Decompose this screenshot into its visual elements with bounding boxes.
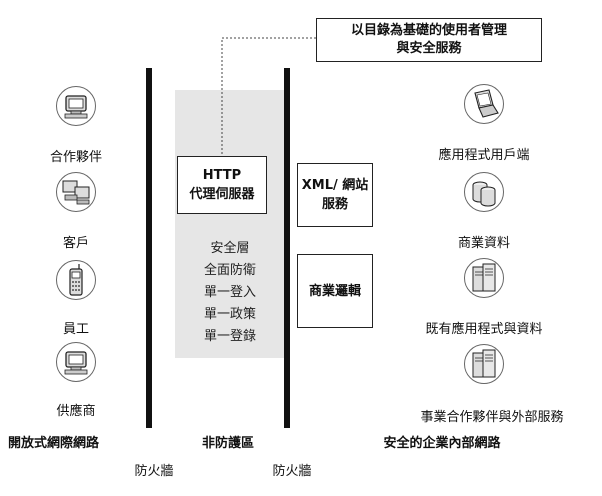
firewall-right-label: 防火牆 <box>272 464 312 479</box>
firewall-right-bar <box>284 68 290 428</box>
right-node-label: 既有應用程式與資料 <box>425 322 543 337</box>
workstation-icon <box>56 172 96 212</box>
xml-web-services-box: XML/ 網站 服務 <box>297 163 373 227</box>
security-item: 單一登入 <box>203 285 256 300</box>
security-item: 全面防衛 <box>203 263 256 278</box>
dmz-area <box>175 90 285 358</box>
right-node-label: 應用程式用戶端 <box>438 148 530 163</box>
directory-services-line2: 與安全服務 <box>396 41 462 56</box>
directory-services-box: 以目錄為基礎的使用者管理 與安全服務 <box>316 18 542 62</box>
security-layer-title: 安全層 <box>210 241 250 256</box>
http-proxy-line1: HTTP <box>202 168 242 183</box>
business-logic-label: 商業邏輯 <box>308 283 361 299</box>
right-node-label: 事業合作夥伴與外部服務 <box>420 410 564 425</box>
database-icon <box>464 172 504 212</box>
security-layer: 安全層 全面防衛 單一登入 單一政策 單一登錄 <box>176 238 284 348</box>
xml-box-line2: 服務 <box>321 197 348 212</box>
mobile-phone-icon <box>56 260 96 300</box>
zone-open-internet: 開放式網際網路 <box>8 436 100 451</box>
dotted-connector <box>221 37 318 162</box>
security-item: 單一登錄 <box>203 329 256 344</box>
server-icon <box>464 258 504 298</box>
directory-services-line1: 以目錄為基礎的使用者管理 <box>350 23 507 38</box>
left-node-label: 供應商 <box>56 404 96 419</box>
firewall-left-label: 防火牆 <box>134 464 174 479</box>
right-node-label: 商業資料 <box>457 236 510 251</box>
laptop-icon <box>464 84 504 124</box>
zone-dmz: 非防護區 <box>201 436 254 451</box>
http-proxy-box: HTTP 代理伺服器 <box>177 156 267 214</box>
xml-box-line1: XML/ 網站 <box>301 178 369 193</box>
zone-internal-network: 安全的企業內部網路 <box>383 436 501 451</box>
firewall-left-bar <box>146 68 152 428</box>
monitor-icon <box>56 342 96 382</box>
server-icon <box>464 344 504 384</box>
business-logic-box: 商業邏輯 <box>297 254 373 328</box>
left-node-label: 客戶 <box>62 236 89 251</box>
http-proxy-line2: 代理伺服器 <box>189 187 255 202</box>
monitor-icon <box>56 86 96 126</box>
left-node-label: 合作夥伴 <box>49 150 102 165</box>
left-node-label: 員工 <box>62 322 89 337</box>
security-item: 單一政策 <box>203 307 256 322</box>
